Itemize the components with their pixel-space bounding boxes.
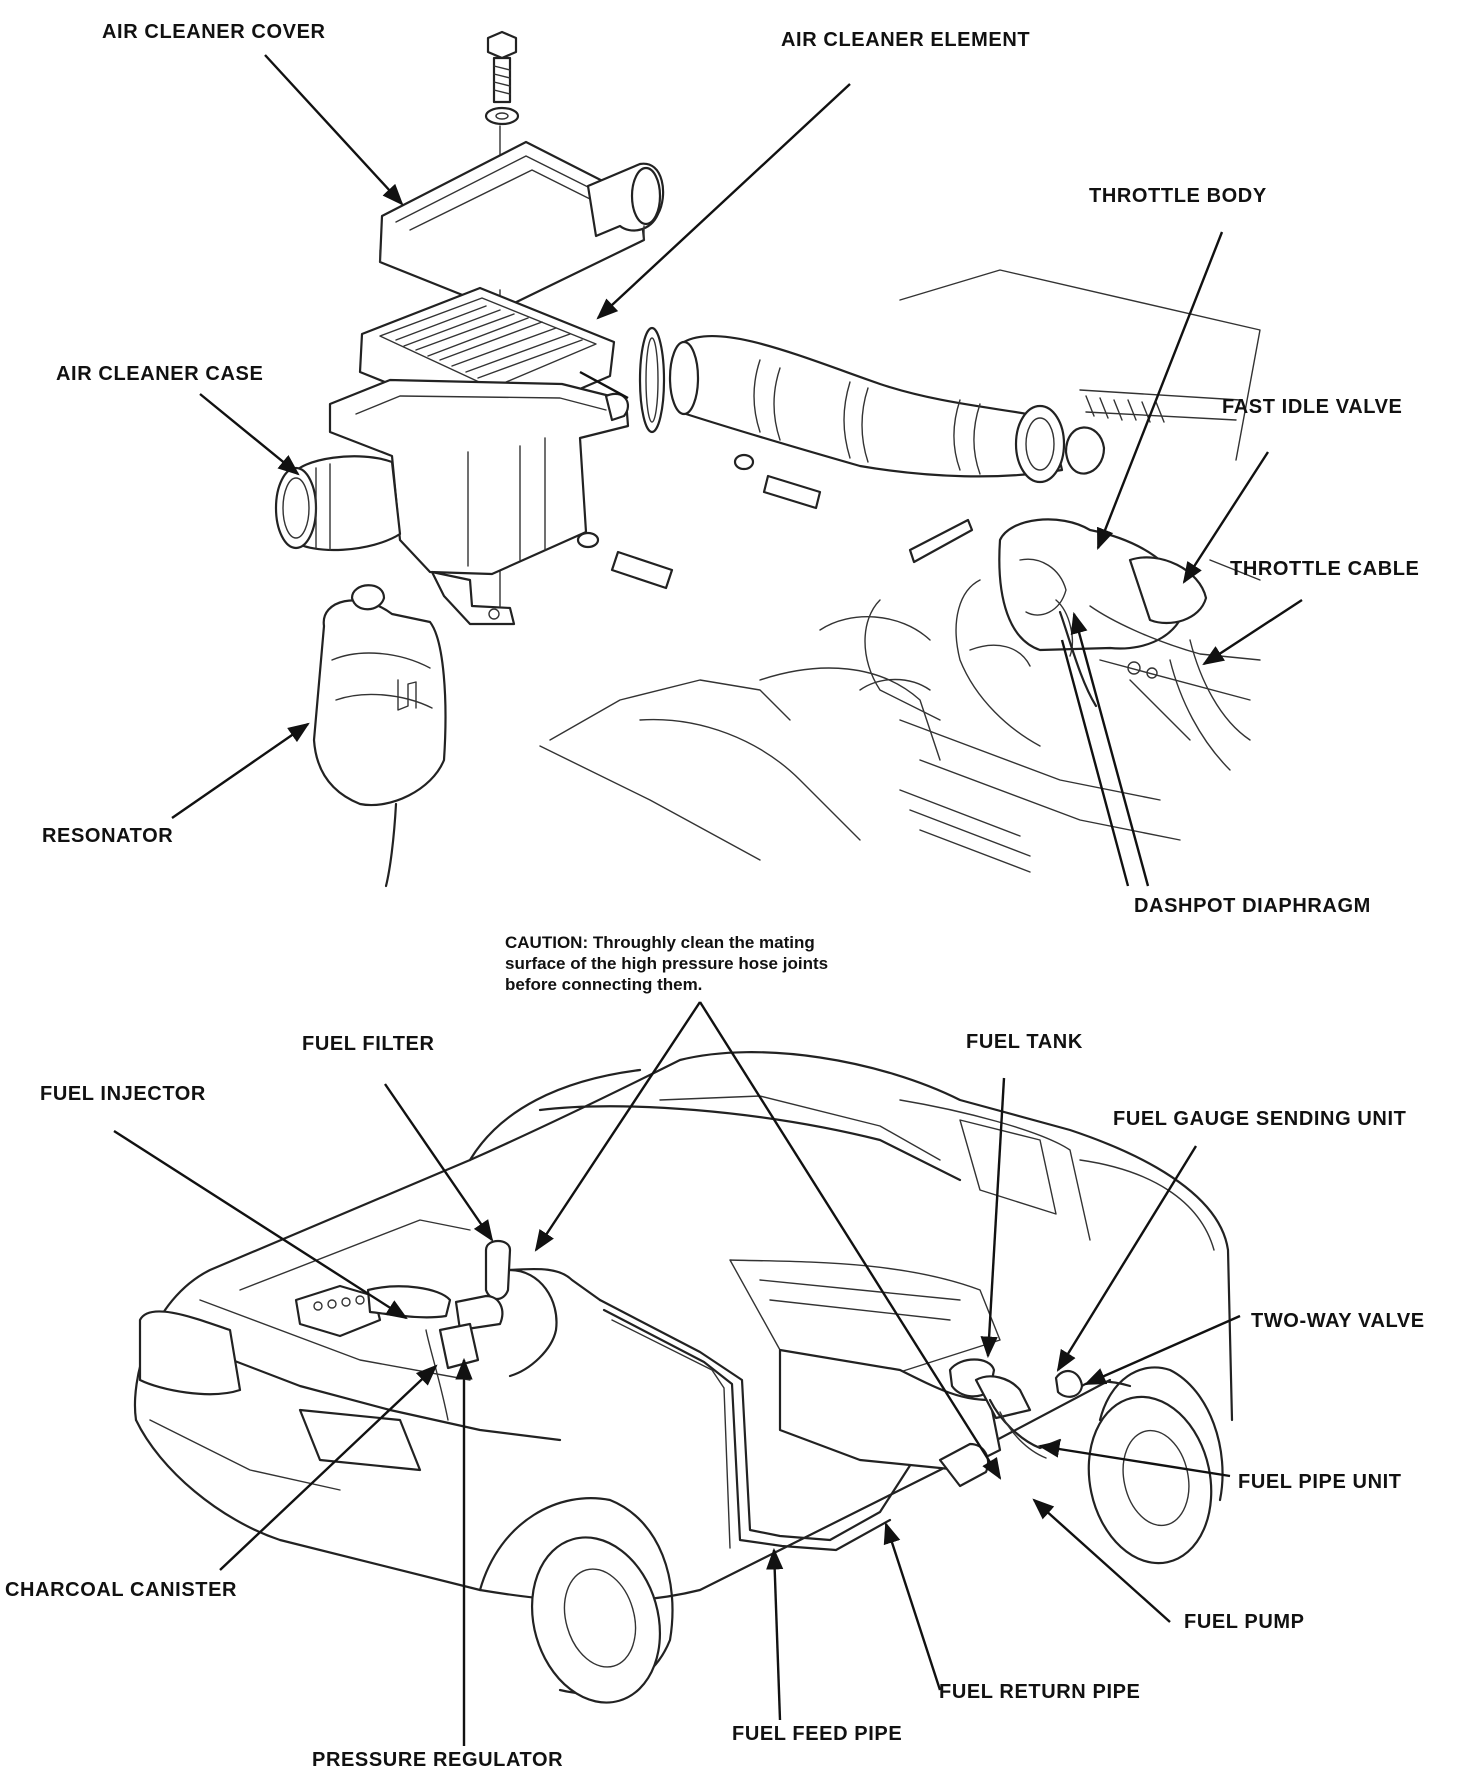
fuel-tank-assembly [778, 1348, 1132, 1488]
label-fuel-pump: FUEL PUMP [1184, 1611, 1305, 1633]
label-fuel-feed-pipe: FUEL FEED PIPE [732, 1723, 903, 1745]
label-throttle-body: THROTTLE BODY [1089, 185, 1267, 207]
resonator [312, 584, 447, 888]
label-two-way-valve: TWO-WAY VALVE [1251, 1310, 1425, 1332]
label-air-cleaner-element: AIR CLEANER ELEMENT [781, 29, 1031, 51]
intake-duct-and-hardware [576, 326, 1106, 590]
caution-note: CAUTION: Throughly clean the mating surf… [505, 932, 925, 995]
label-fast-idle-valve: FAST IDLE VALVE [1222, 396, 1403, 418]
caution-line-2: surface of the high pressure hose joints [505, 954, 829, 973]
caution-line-1: CAUTION: Throughly clean the mating [505, 933, 815, 952]
label-resonator: RESONATOR [42, 825, 174, 847]
label-fuel-tank: FUEL TANK [966, 1031, 1083, 1053]
label-pressure-regulator: PRESSURE REGULATOR [312, 1749, 564, 1771]
fuel-lines [598, 1298, 922, 1552]
air-cleaner-cover [378, 140, 665, 312]
label-fuel-pipe-unit: FUEL PIPE UNIT [1238, 1471, 1402, 1493]
label-charcoal-canister: CHARCOAL CANISTER [5, 1579, 238, 1601]
label-throttle-cable: THROTTLE CABLE [1230, 558, 1420, 580]
engine-compartment-parts [294, 1239, 602, 1421]
caution-line-3: before connecting them. [505, 975, 703, 994]
car-body [133, 1051, 1234, 1704]
label-dashpot-diaphragm: DASHPOT DIAPHRAGM [1134, 895, 1371, 917]
engine-bay [539, 269, 1261, 873]
leader-lines [113, 54, 1303, 1746]
label-fuel-gauge-sending-unit: FUEL GAUGE SENDING UNIT [1113, 1108, 1407, 1130]
label-air-cleaner-case: AIR CLEANER CASE [56, 363, 264, 385]
label-fuel-filter: FUEL FILTER [302, 1033, 435, 1055]
label-air-cleaner-cover: AIR CLEANER COVER [102, 21, 326, 43]
label-fuel-return-pipe: FUEL RETURN PIPE [939, 1681, 1141, 1703]
air-cleaner-case [274, 378, 630, 626]
label-fuel-injector: FUEL INJECTOR [40, 1083, 206, 1105]
